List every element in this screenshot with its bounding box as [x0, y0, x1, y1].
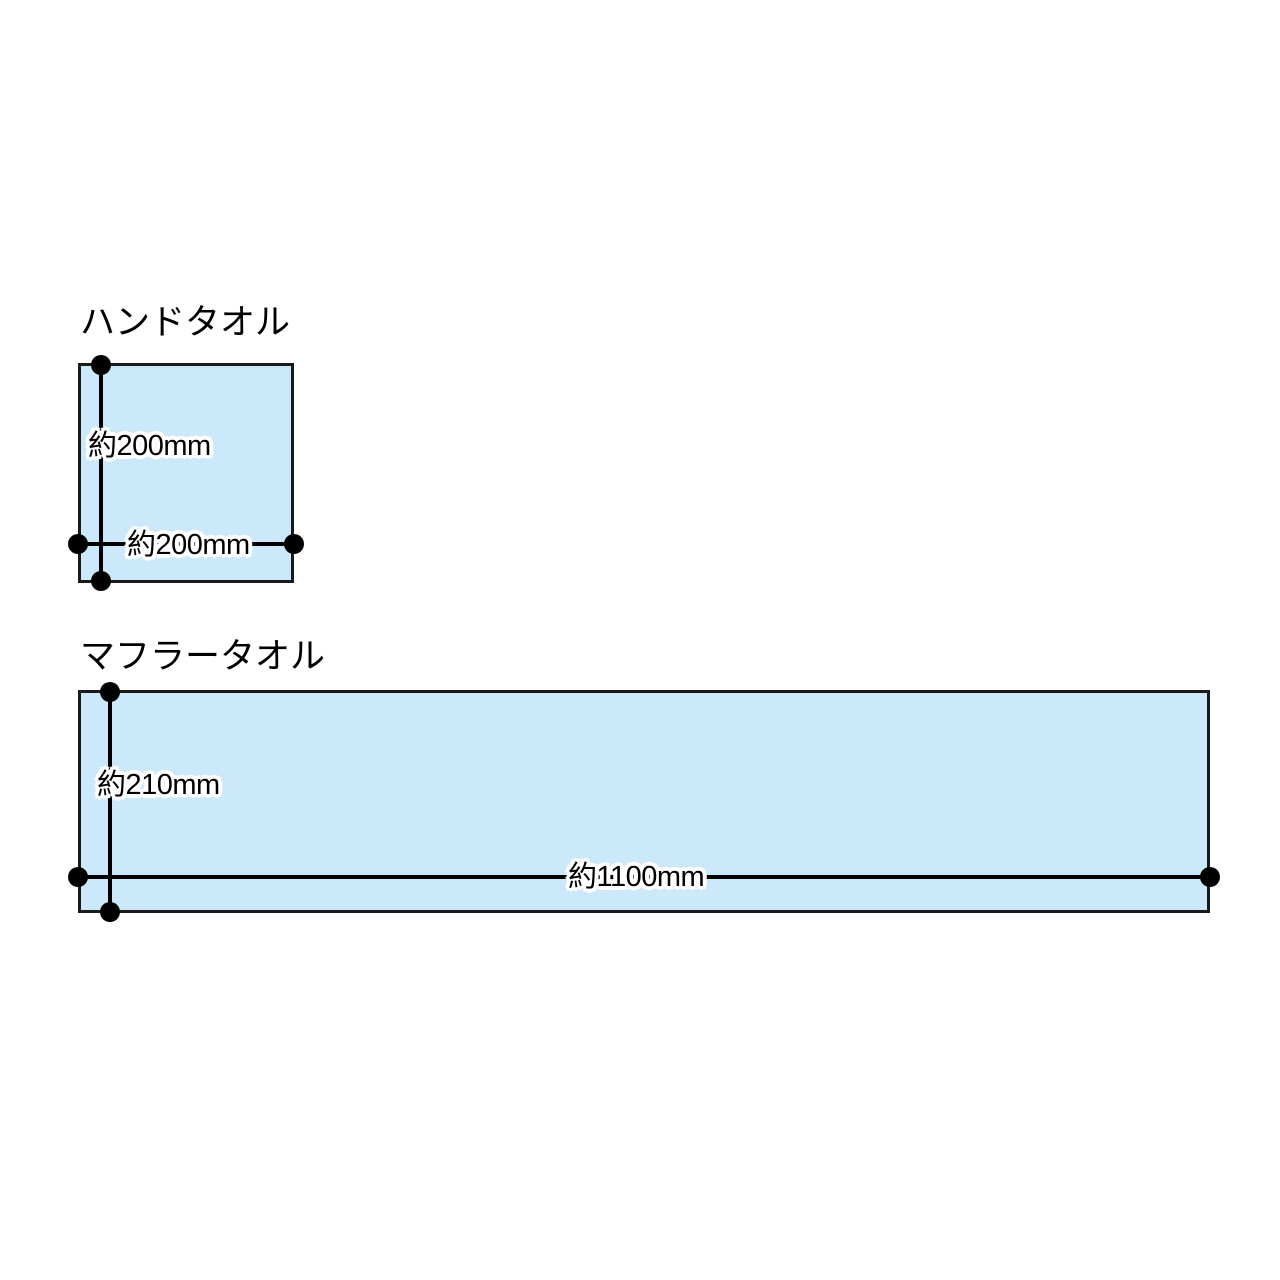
hand-towel-width-label: 約200mm — [127, 529, 250, 561]
muffler-towel-height-dimension-dot-top — [100, 682, 120, 702]
hand-towel-height-dimension-dot-bottom — [91, 571, 111, 591]
muffler-towel-width-label: 約1100mm — [568, 861, 705, 893]
muffler-towel-width-dimension-dot-right — [1200, 867, 1220, 887]
hand-towel-diagram: ハンドタオル 約200mm 約200mm — [0, 0, 400, 620]
hand-towel-height-dimension-line — [99, 364, 103, 582]
hand-towel-height-dimension-dot-top — [91, 355, 111, 375]
hand-towel-shape — [78, 363, 294, 583]
hand-towel-width-dimension-dot-left — [68, 534, 88, 554]
muffler-towel-title: マフラータオル — [80, 637, 326, 676]
muffler-towel-height-label: 約210mm — [97, 769, 220, 801]
hand-towel-title: ハンドタオル — [80, 303, 291, 342]
muffler-towel-width-dimension-dot-left — [68, 867, 88, 887]
muffler-towel-height-dimension-line — [108, 691, 112, 912]
hand-towel-height-label: 約200mm — [88, 430, 211, 462]
hand-towel-width-dimension-dot-right — [284, 534, 304, 554]
hand-towel-width-dimension-line — [78, 542, 294, 546]
muffler-towel-diagram: マフラータオル 約210mm 約1100mm — [68, 637, 1220, 922]
muffler-towel-width-dimension-line — [78, 875, 1210, 879]
muffler-towel-height-dimension-dot-bottom — [100, 902, 120, 922]
